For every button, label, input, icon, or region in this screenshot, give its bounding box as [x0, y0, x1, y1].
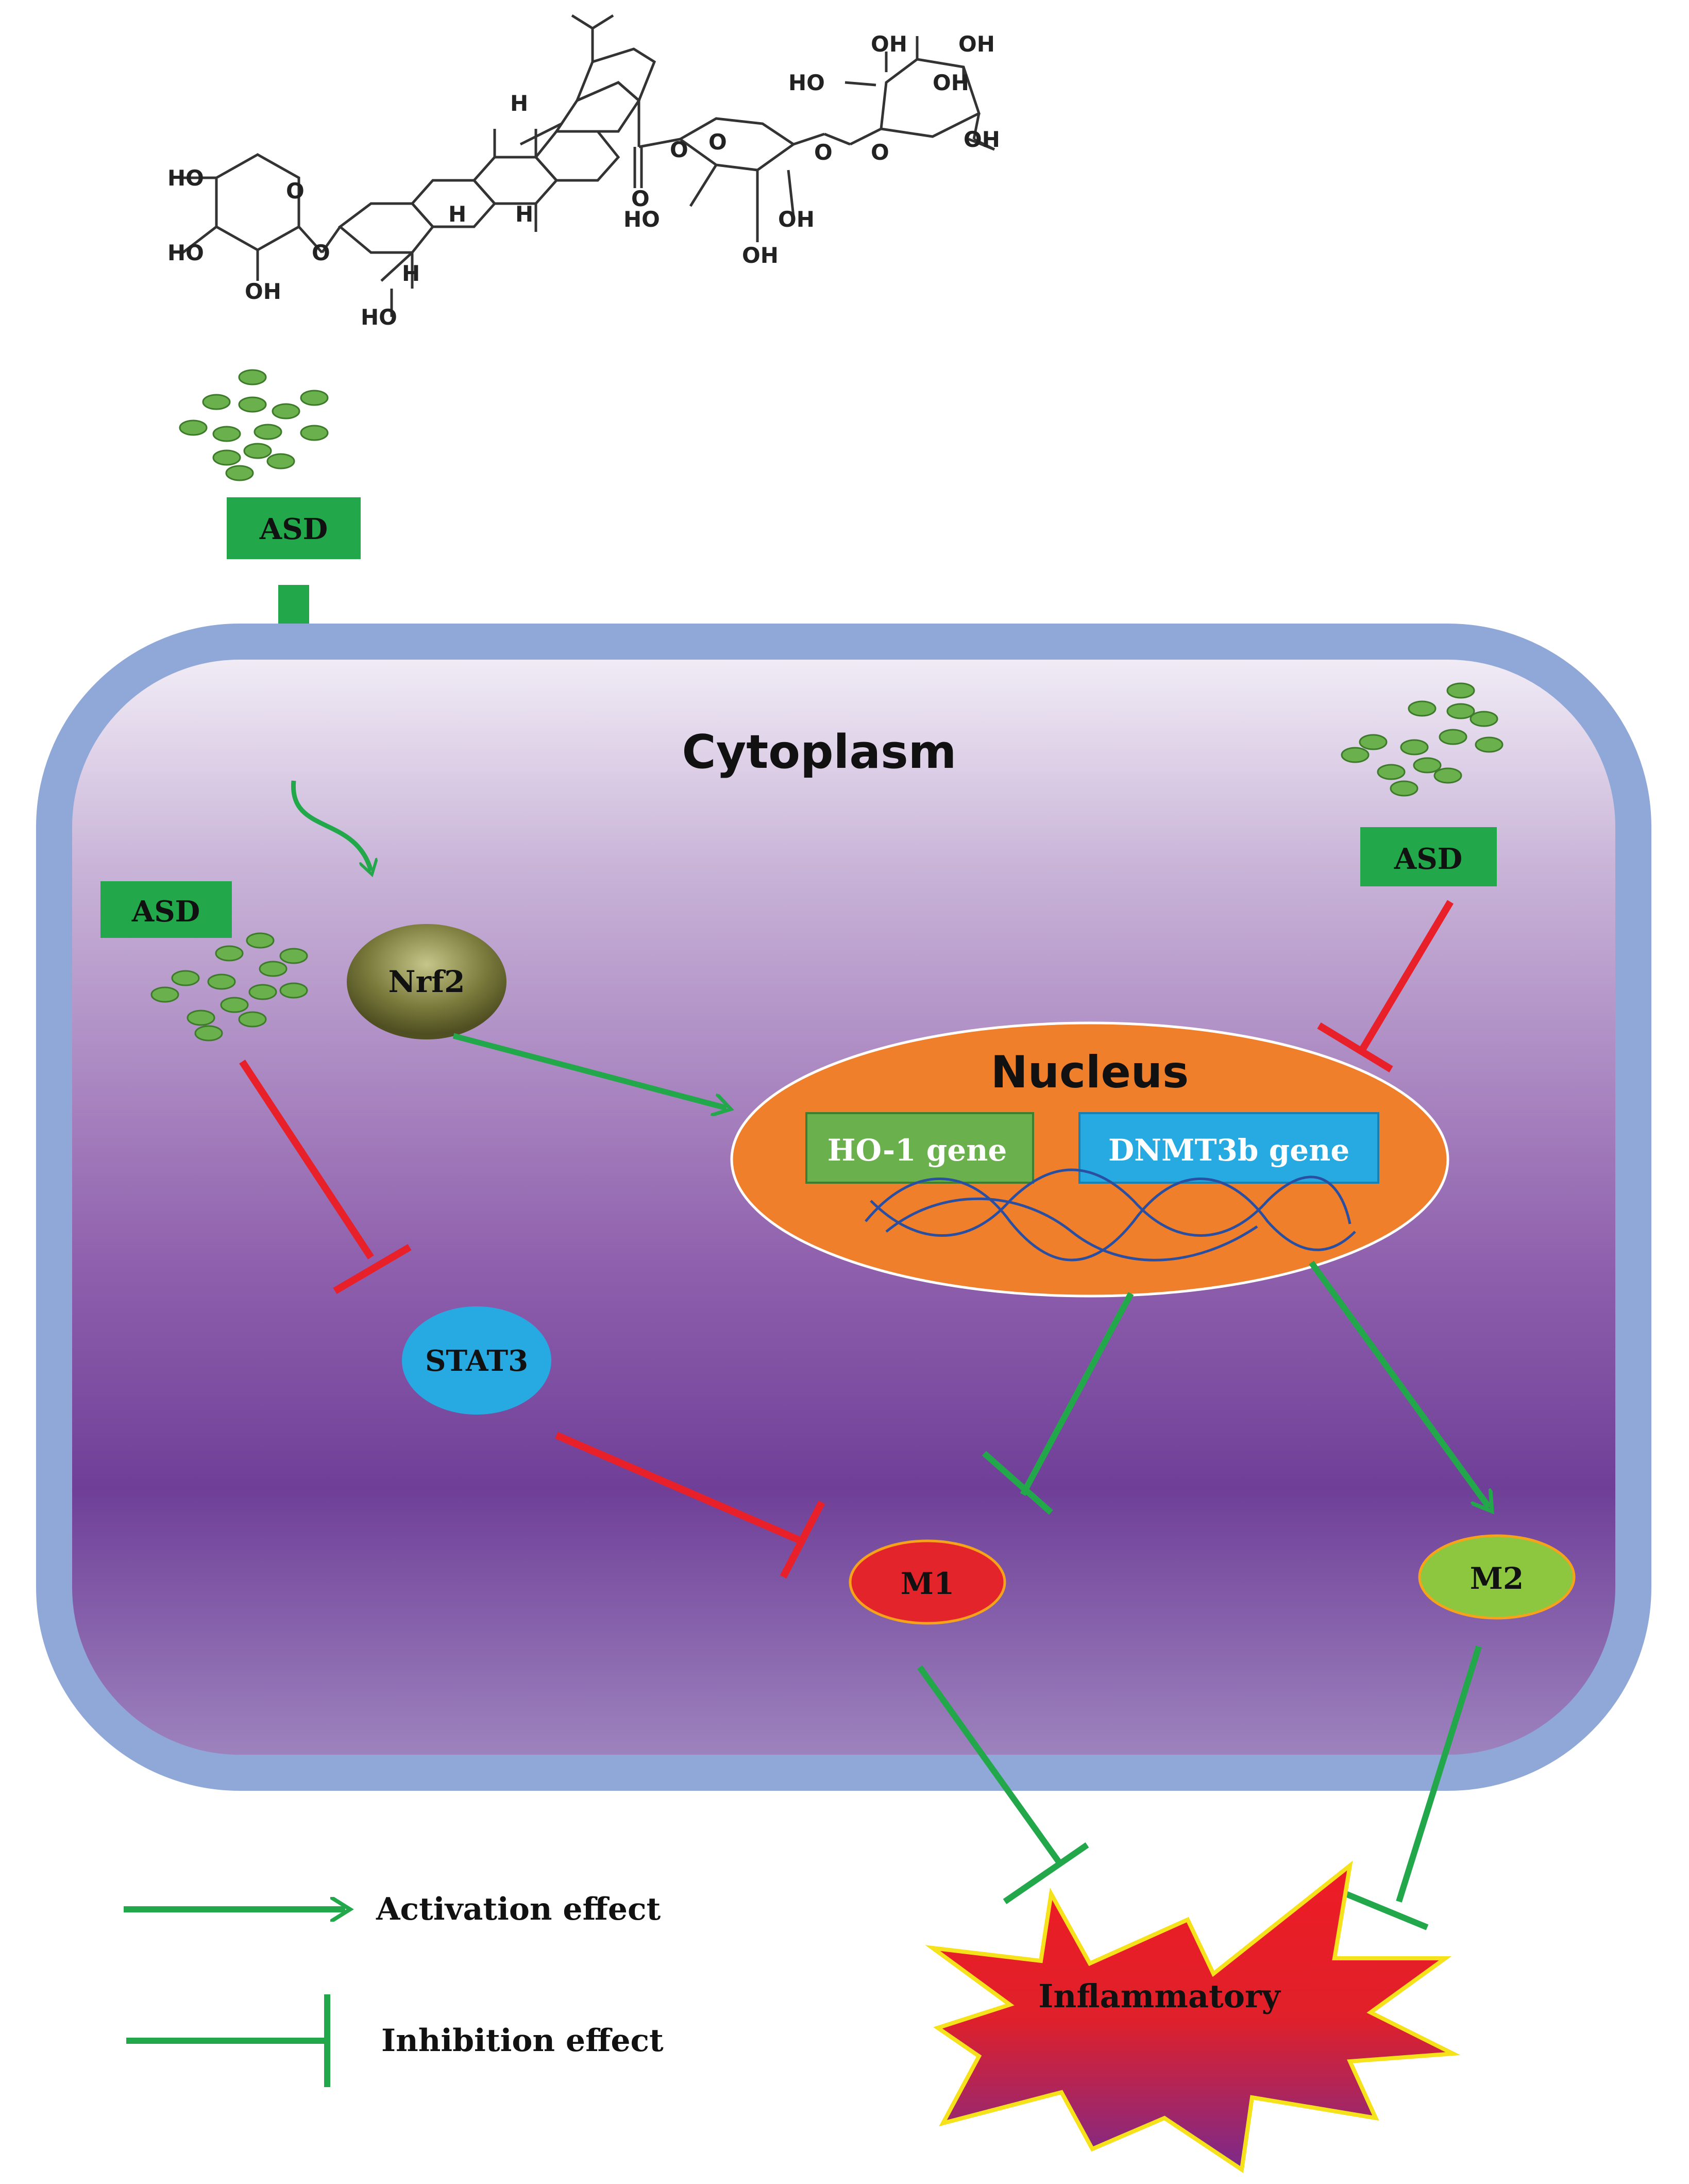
m1-node [849, 1539, 1006, 1625]
asd-particles-top [179, 369, 329, 481]
dnmt3b-gene-box [1078, 1112, 1379, 1184]
structure-label: O [286, 178, 305, 204]
structure-label: O [312, 240, 330, 265]
structure-label: H [448, 201, 466, 227]
asd-label-left: ASD [131, 895, 200, 929]
m2-label: M2 [1470, 1561, 1524, 1596]
asd-particles-right [1341, 682, 1504, 797]
legend-inhibition-label: Inhibition effect [381, 2023, 664, 2059]
nucleus-label: Nucleus [991, 1047, 1189, 1098]
legend-activation-label: Activation effect [376, 1891, 661, 1927]
structure-label: OH [933, 70, 969, 95]
legend-inhibition-symbol [126, 1994, 330, 2087]
structure-label: H [510, 91, 528, 116]
structure-label: OH [964, 127, 1000, 152]
asd-box-top [227, 497, 361, 559]
nrf2-label: Nrf2 [389, 964, 465, 999]
inflammatory-label: Inflammatory [1038, 1977, 1281, 2015]
structure-label: OH [742, 243, 779, 268]
structure-label: H [402, 261, 420, 286]
structure-label: O [631, 186, 650, 211]
structure-label: O [871, 140, 889, 165]
nrf2-node [347, 924, 506, 1039]
curved-activation-arrow [291, 780, 371, 871]
structure-label: O [670, 137, 688, 162]
dna-strands [865, 1168, 1356, 1262]
inflammatory-burst [925, 1860, 1461, 2173]
activation-nucleus-m2 [1309, 1261, 1489, 1507]
inhibition-asd-stat3 [239, 1060, 412, 1295]
ho1-gene-box [805, 1112, 1034, 1184]
structure-label: O [708, 129, 727, 155]
inhibition-nucleus-m1 [982, 1292, 1134, 1515]
inhibition-stat3-m1 [555, 1432, 825, 1579]
m1-label: M1 [901, 1566, 955, 1601]
dnmt3b-gene-label: DNMT3b gene [1108, 1133, 1349, 1168]
legend: Activation effect Inhibition effect [124, 1891, 664, 2087]
activation-arrow-nrf2-nucleus [452, 1033, 727, 1108]
m2-node [1418, 1534, 1576, 1620]
inhibition-asd-nucleus [1317, 900, 1454, 1072]
asd-label-top: ASD [259, 512, 328, 546]
structure-label: OH [778, 207, 815, 232]
structure-label: HO [167, 240, 204, 265]
structure-label: O [814, 140, 833, 165]
structure-label: HO [361, 305, 397, 330]
chemical-structure-labels: HO HO OH O O HO H H H H O O O HO OH OH O… [167, 31, 1000, 330]
asd-label-right: ASD [1394, 842, 1462, 876]
structure-label: OH [871, 31, 907, 57]
structure-label: OH [958, 31, 995, 57]
asd-box-left [100, 881, 232, 938]
structure-label: OH [245, 279, 281, 304]
stat3-label: STAT3 [425, 1344, 528, 1378]
structure-label: HO [167, 165, 204, 191]
structure-label: HO [623, 207, 660, 232]
asd-box-right [1360, 827, 1497, 886]
inhibition-m2-inflammatory [1338, 1645, 1482, 1930]
inhibition-m1-inflammatory [917, 1665, 1089, 1904]
structure-label: H [515, 201, 533, 227]
ho1-gene-label: HO-1 gene [827, 1133, 1007, 1168]
asd-particles-left [150, 932, 308, 1041]
structure-label: HO [788, 70, 825, 95]
stat3-node [402, 1306, 551, 1415]
chemical-structure [182, 14, 995, 317]
cytoplasm-label: Cytoplasm [682, 725, 957, 779]
